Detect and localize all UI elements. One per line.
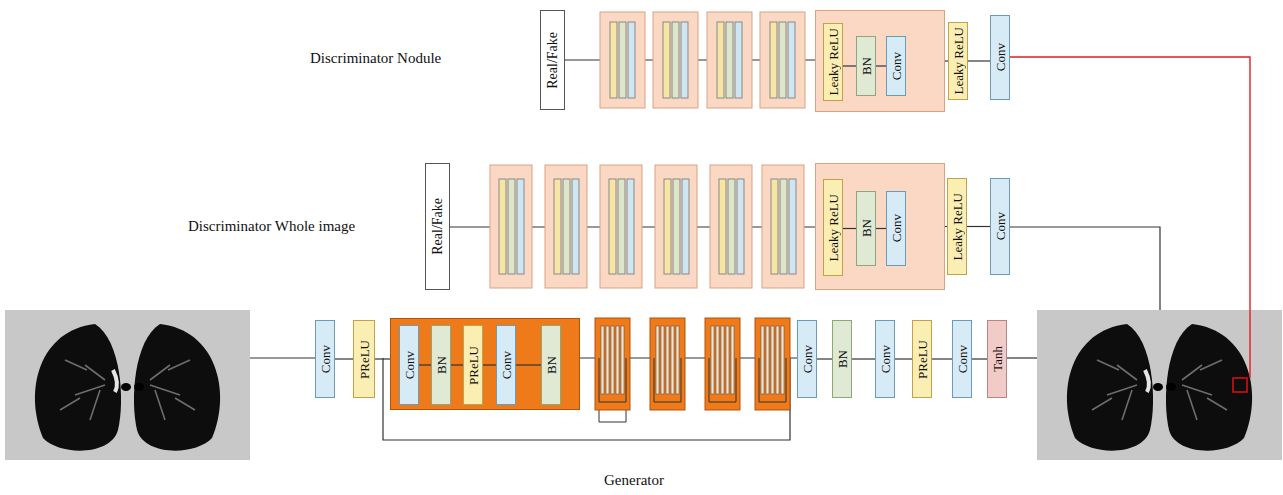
residual-block: Leaky ReLU BN Conv <box>815 163 945 290</box>
conv-layer: Conv <box>315 320 335 398</box>
layer-label: Conv <box>890 214 903 242</box>
layer-label: BN <box>435 356 448 374</box>
activation-layer: Tanh <box>987 320 1007 398</box>
conv-layer: Conv <box>990 15 1010 100</box>
activation-layer: Leaky ReLU <box>947 178 967 275</box>
connector <box>843 228 856 229</box>
layer-label: BN <box>860 219 873 237</box>
ct-image <box>1037 310 1282 460</box>
connector <box>945 60 948 61</box>
layer-label: BN <box>545 356 558 374</box>
layer-label: Conv <box>956 345 969 373</box>
conv-block <box>600 12 805 108</box>
layer-label: PReLU <box>358 340 371 379</box>
ct-image <box>5 310 250 460</box>
connector <box>972 358 987 359</box>
connector <box>483 364 496 365</box>
layer-label: Tanh <box>991 346 1004 372</box>
activation-layer: PReLU <box>912 320 932 398</box>
layer-label: PReLU <box>916 340 929 379</box>
layer-label: Conv <box>500 351 513 379</box>
conv-layer: Conv <box>875 320 895 398</box>
connector <box>876 65 886 66</box>
layer-label: Conv <box>801 345 814 373</box>
layer-label: Conv <box>994 43 1007 71</box>
connector <box>945 226 947 227</box>
nodule-marker <box>1233 378 1247 392</box>
batchnorm-layer: BN <box>431 325 451 405</box>
residual-block: Conv BN PReLU Conv BN <box>390 318 580 410</box>
section-label: Discriminator Nodule <box>310 50 441 67</box>
residual-block: Leaky ReLU BN Conv <box>815 10 945 112</box>
connector <box>968 60 990 61</box>
connector <box>843 65 856 66</box>
conv-layer: Conv <box>990 178 1010 275</box>
activation-layer: PReLU <box>463 325 483 405</box>
connector <box>876 228 886 229</box>
output-box: Real/Fake <box>425 163 450 290</box>
layer-label: Real/Fake <box>431 198 445 255</box>
layer-label: Real/Fake <box>546 32 560 89</box>
layer-label: Leaky ReLU <box>827 28 840 96</box>
layer-label: BN <box>836 350 849 368</box>
activation-layer: Leaky ReLU <box>823 179 843 276</box>
residual-block-small <box>595 318 790 422</box>
connector <box>375 358 390 359</box>
connector <box>895 358 912 359</box>
connector <box>967 226 990 227</box>
nodule-link <box>1010 57 1250 378</box>
layer-label: Leaky ReLU <box>827 194 840 262</box>
layer-label: Conv <box>879 345 892 373</box>
layer-label: Conv <box>994 212 1007 240</box>
connector <box>852 358 875 359</box>
section-label: Discriminator Whole image <box>188 218 355 235</box>
connector <box>419 364 431 365</box>
batchnorm-layer: BN <box>856 36 876 96</box>
activation-layer: Leaky ReLU <box>823 23 843 101</box>
layer-label: Leaky ReLU <box>952 27 965 95</box>
conv-layer: Conv <box>886 36 906 96</box>
conv-layer: Conv <box>496 325 516 405</box>
activation-layer: PReLU <box>353 320 375 398</box>
layer-label: Leaky ReLU <box>951 193 964 261</box>
layer-label: Conv <box>890 52 903 80</box>
batchnorm-layer: BN <box>541 325 561 405</box>
conv-layer: Conv <box>797 320 817 398</box>
conv-block <box>490 165 804 288</box>
layer-label: BN <box>860 57 873 75</box>
layer-label: Conv <box>319 345 332 373</box>
connector <box>516 364 541 365</box>
activation-layer: Leaky ReLU <box>948 22 968 100</box>
connector <box>817 358 832 359</box>
layer-label: PReLU <box>467 346 480 385</box>
layer-label: Conv <box>403 351 416 379</box>
connector <box>451 364 463 365</box>
section-label: Generator <box>604 472 664 489</box>
conv-layer: Conv <box>886 191 906 266</box>
connector <box>335 358 353 359</box>
connector <box>932 358 952 359</box>
conv-layer: Conv <box>399 325 419 405</box>
output-box: Real/Fake <box>540 10 565 110</box>
conv-layer: Conv <box>952 320 972 398</box>
wires <box>250 60 1160 440</box>
batchnorm-layer: BN <box>832 320 852 398</box>
batchnorm-layer: BN <box>856 191 876 266</box>
